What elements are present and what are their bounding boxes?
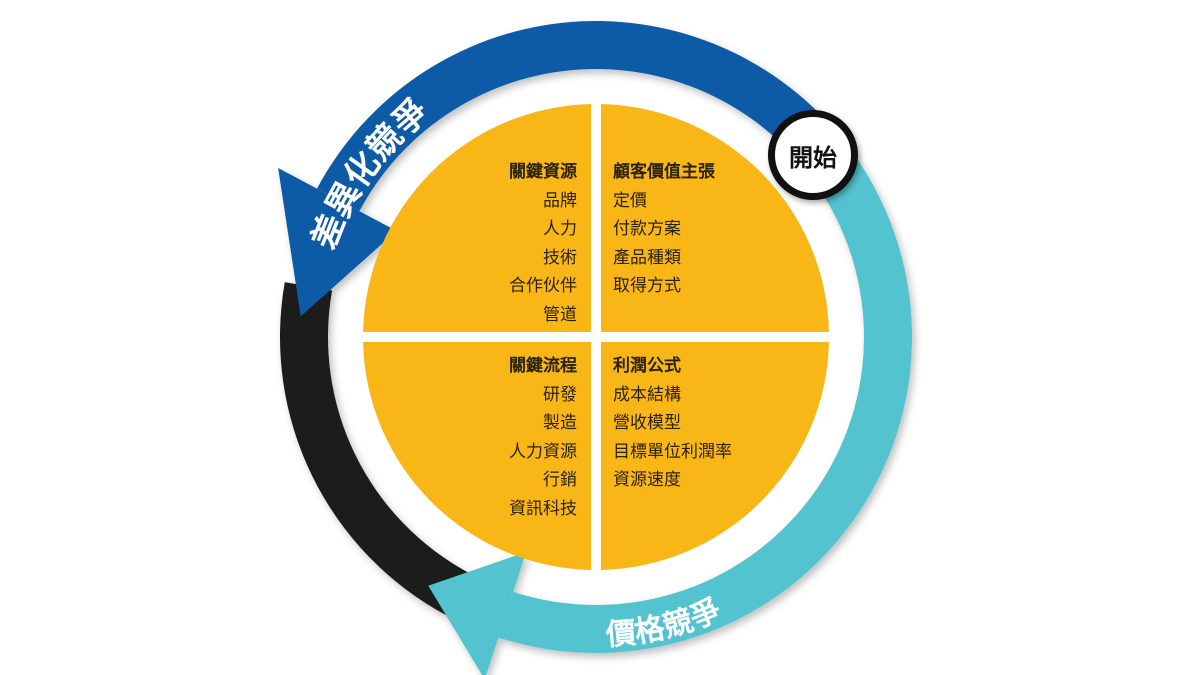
value-proposition-quadrant: 顧客價值主張 定價 付款方案 產品種類 取得方式 <box>613 158 715 301</box>
quadrant-top-left <box>363 104 591 333</box>
list-item: 品牌 <box>543 190 577 211</box>
list-item: 技術 <box>543 247 577 268</box>
black-arc <box>280 282 471 617</box>
list-item: 資訊科技 <box>509 498 577 519</box>
quadrant-bottom-right <box>601 342 829 570</box>
key-processes-quadrant: 關鍵流程 研發 製造 人力資源 行銷 資訊科技 <box>509 352 577 523</box>
list-item: 付款方案 <box>613 219 681 239</box>
quadrant-circle <box>363 104 829 570</box>
list-item: 管道 <box>543 304 577 325</box>
list-item: 產品種類 <box>613 247 681 268</box>
list-item: 研發 <box>543 384 577 405</box>
key-processes-title: 關鍵流程 <box>509 356 577 376</box>
list-item: 人力資源 <box>509 441 577 462</box>
list-item: 營收模型 <box>613 413 681 433</box>
list-item: 合作伙伴 <box>509 276 577 296</box>
list-item: 人力 <box>543 219 577 239</box>
profit-formula-quadrant: 利潤公式 成本結構 營收模型 目標單位利潤率 資源速度 <box>613 352 732 495</box>
profit-formula-title: 利潤公式 <box>613 356 681 376</box>
list-item: 定價 <box>613 190 647 211</box>
cyan-arrowhead-icon <box>428 551 527 675</box>
list-item: 目標單位利潤率 <box>613 441 732 462</box>
quadrant-top-right <box>601 104 829 333</box>
list-item: 行銷 <box>543 470 577 490</box>
list-item: 成本結構 <box>613 384 681 405</box>
key-resources-quadrant: 關鍵資源 品牌 人力 技術 合作伙伴 管道 <box>509 158 577 329</box>
start-label: 開始 <box>789 143 837 172</box>
value-proposition-title: 顧客價值主張 <box>613 162 715 182</box>
start-badge: 開始 <box>768 110 858 200</box>
price-competition-arc <box>498 133 913 654</box>
quadrant-bottom-left <box>363 342 591 570</box>
list-item: 製造 <box>543 413 577 433</box>
blue-arrowhead-icon <box>278 167 397 317</box>
differentiation-arc <box>316 20 839 212</box>
list-item: 資源速度 <box>613 470 681 490</box>
key-resources-title: 關鍵資源 <box>509 162 577 182</box>
list-item: 取得方式 <box>613 276 681 296</box>
